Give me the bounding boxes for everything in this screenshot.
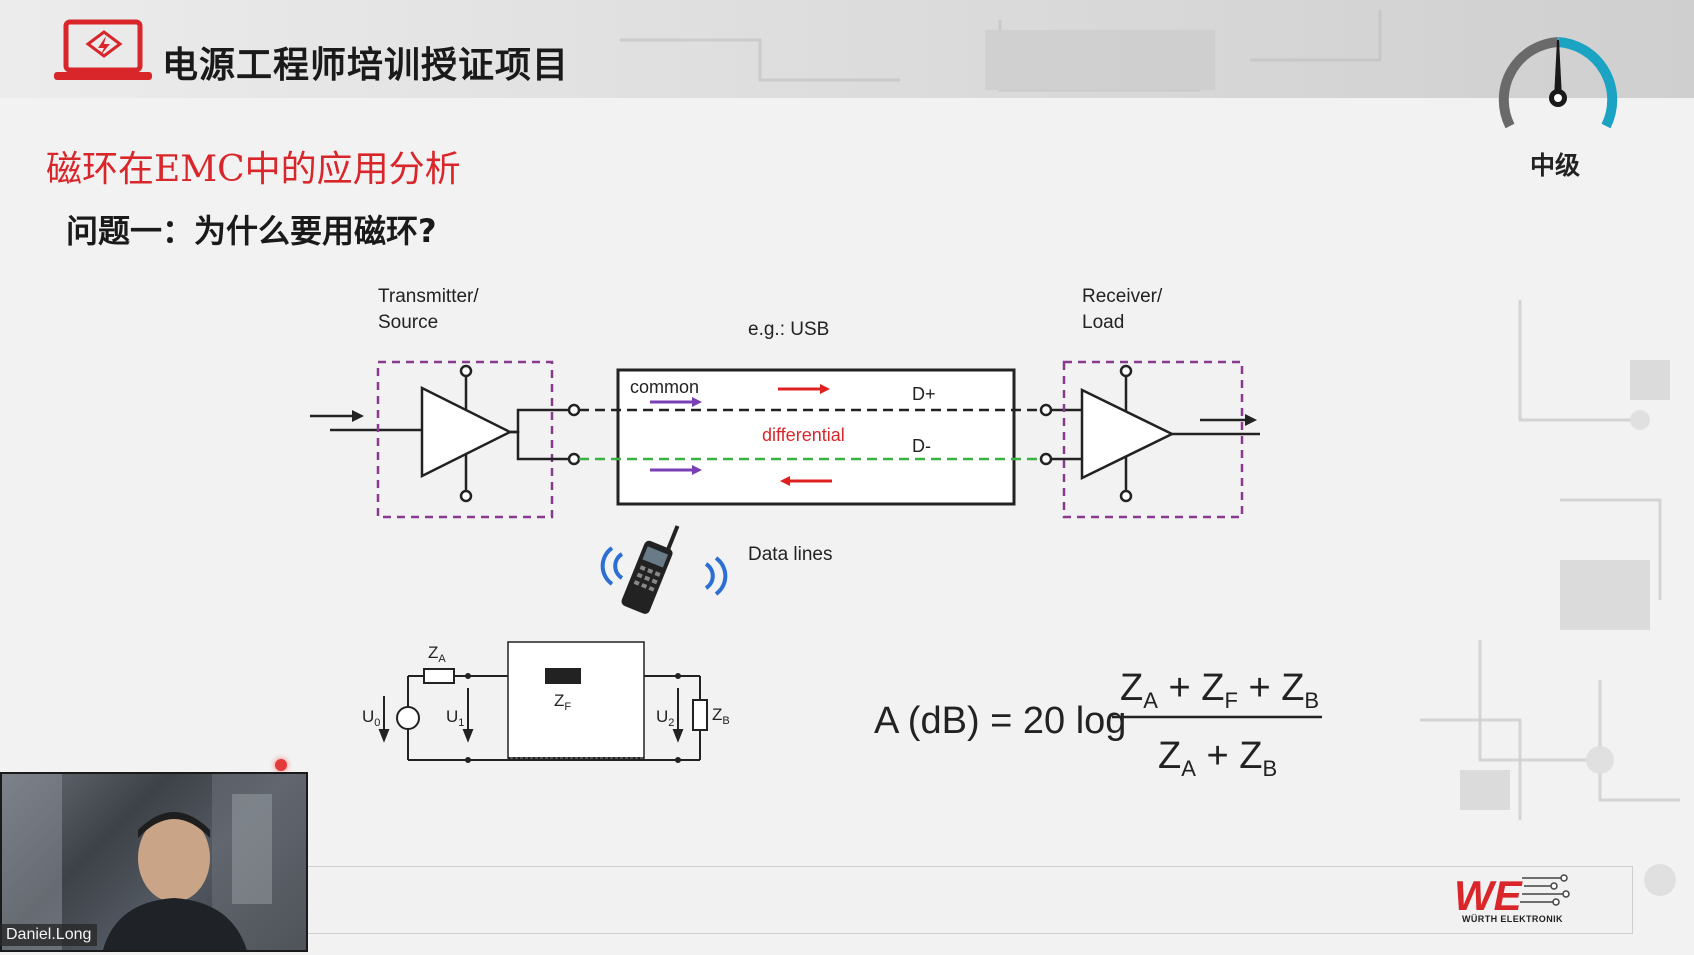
svg-text:U0: U0 xyxy=(362,707,380,729)
receiver-label-line1: Receiver/ xyxy=(1082,286,1163,307)
za-sub: A xyxy=(438,653,446,665)
zb-label: Z xyxy=(712,705,722,724)
dminus-label: D- xyxy=(912,436,931,456)
differential-label: differential xyxy=(762,425,845,445)
u1-sub: 1 xyxy=(458,717,464,729)
data-lines-label: Data lines xyxy=(748,544,833,565)
u1-label: U xyxy=(446,707,458,726)
dplus-label: D+ xyxy=(912,384,936,404)
radio-waves-icon xyxy=(600,546,728,596)
za-label: Z xyxy=(428,643,438,662)
gauge-icon xyxy=(1498,37,1618,129)
u2-sub: 2 xyxy=(668,717,674,729)
emc-data-line-diagram: Transmitter/ Source Receiver/ Load e.g.:… xyxy=(310,286,1322,781)
zb-sub: B xyxy=(722,715,729,727)
webcam-tile[interactable] xyxy=(0,772,308,952)
slide-subtitle: 磁环在EMC中的应用分析 xyxy=(46,149,461,190)
participant-name: Daniel.Long xyxy=(0,924,98,946)
transmitter-label-line2: Source xyxy=(378,312,438,333)
level-badge: 中级 xyxy=(1530,151,1581,180)
receiver-label-line2: Load xyxy=(1082,312,1124,333)
common-label: common xyxy=(630,377,699,397)
u0-label: U xyxy=(362,707,374,726)
formula-denominator: ZA + ZB xyxy=(1158,735,1277,781)
laptop-bolt-icon xyxy=(54,19,152,80)
wurth-logo-icon: WE xyxy=(1454,872,1570,919)
equivalent-circuit xyxy=(378,641,708,761)
svg-text:ZF: ZF xyxy=(554,691,571,713)
svg-text:ZA: ZA xyxy=(428,643,446,665)
formula-numerator: ZA + ZF + ZB xyxy=(1120,667,1319,713)
participant-video xyxy=(2,774,306,950)
zf-label: Z xyxy=(554,691,564,710)
svg-text:U1: U1 xyxy=(446,707,464,729)
mobile-phone-icon xyxy=(621,525,680,614)
u0-sub: 0 xyxy=(374,717,380,729)
svg-text:U2: U2 xyxy=(656,707,674,729)
formula-lhs: A (dB) = 20 log xyxy=(874,700,1126,742)
we-logo-text: WE xyxy=(1454,872,1524,919)
transmitter-label-line1: Transmitter/ xyxy=(378,286,479,307)
cable-label: e.g.: USB xyxy=(748,319,829,340)
brand-name: WÜRTH ELEKTRONIK xyxy=(1462,914,1563,924)
u2-label: U xyxy=(656,707,668,726)
svg-text:ZB: ZB xyxy=(712,705,730,727)
slide-question: 问题一：为什么要用磁环? xyxy=(66,212,437,250)
recording-indicator xyxy=(275,759,287,771)
app-title: 电源工程师培训授证项目 xyxy=(162,45,570,86)
header-bar xyxy=(0,0,1694,98)
zf-sub: F xyxy=(564,701,571,713)
